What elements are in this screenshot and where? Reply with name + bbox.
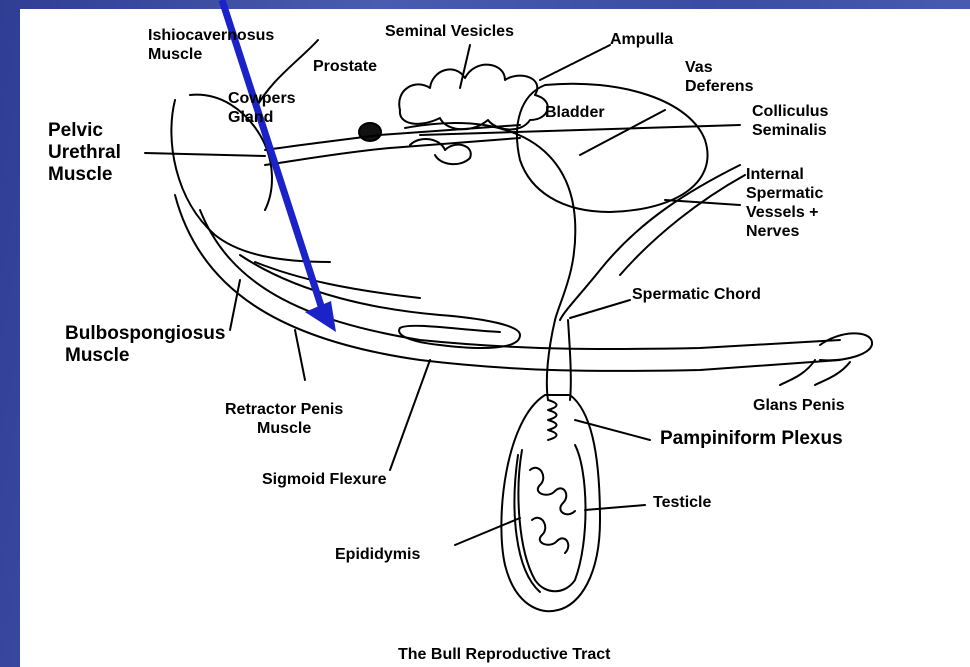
label-pampiniform-plexus: Pampiniform Plexus [660,428,843,450]
label-internal-spermatic-vessels: Internal Spermatic Vessels + Nerves [746,165,823,241]
label-cowpers-gland: Cowpers Gland [228,89,296,127]
label-epididymis: Epididymis [335,545,420,564]
label-bulbospongiosus-muscle: Bulbospongiosus Muscle [65,323,225,367]
figure-caption: The Bull Reproductive Tract [398,645,610,664]
label-bladder: Bladder [545,103,605,122]
pampiniform-coil [548,400,557,440]
label-vas-deferens: Vas Deferens [685,58,753,96]
label-spermatic-chord: Spermatic Chord [632,285,761,304]
label-testicle: Testicle [653,493,711,512]
testicle-inner [518,445,585,591]
label-ishiocavernosus-muscle: Ishiocavernosus Muscle [148,26,274,64]
sigmoid-flexure-shape [240,255,520,348]
label-retractor-penis-muscle: Retractor Penis Muscle [225,400,343,438]
pelvic-urethra [265,125,520,150]
label-ampulla: Ampulla [610,30,673,49]
label-colliculus-seminalis: Colliculus Seminalis [752,102,828,140]
retractor-penis-muscle [255,262,420,298]
label-seminal-vesicles: Seminal Vesicles [385,22,514,41]
label-sigmoid-flexure: Sigmoid Flexure [262,470,386,489]
label-pelvic-urethral-muscle: Pelvic Urethral Muscle [48,120,121,186]
label-prostate: Prostate [313,57,377,76]
vas-deferens-left [405,123,575,320]
spermatic-cord [547,320,555,400]
label-glans-penis: Glans Penis [753,396,845,415]
prostate-shape [359,123,381,141]
seminal-vesicles-outline [399,65,548,130]
glans-penis-shape [820,333,872,360]
